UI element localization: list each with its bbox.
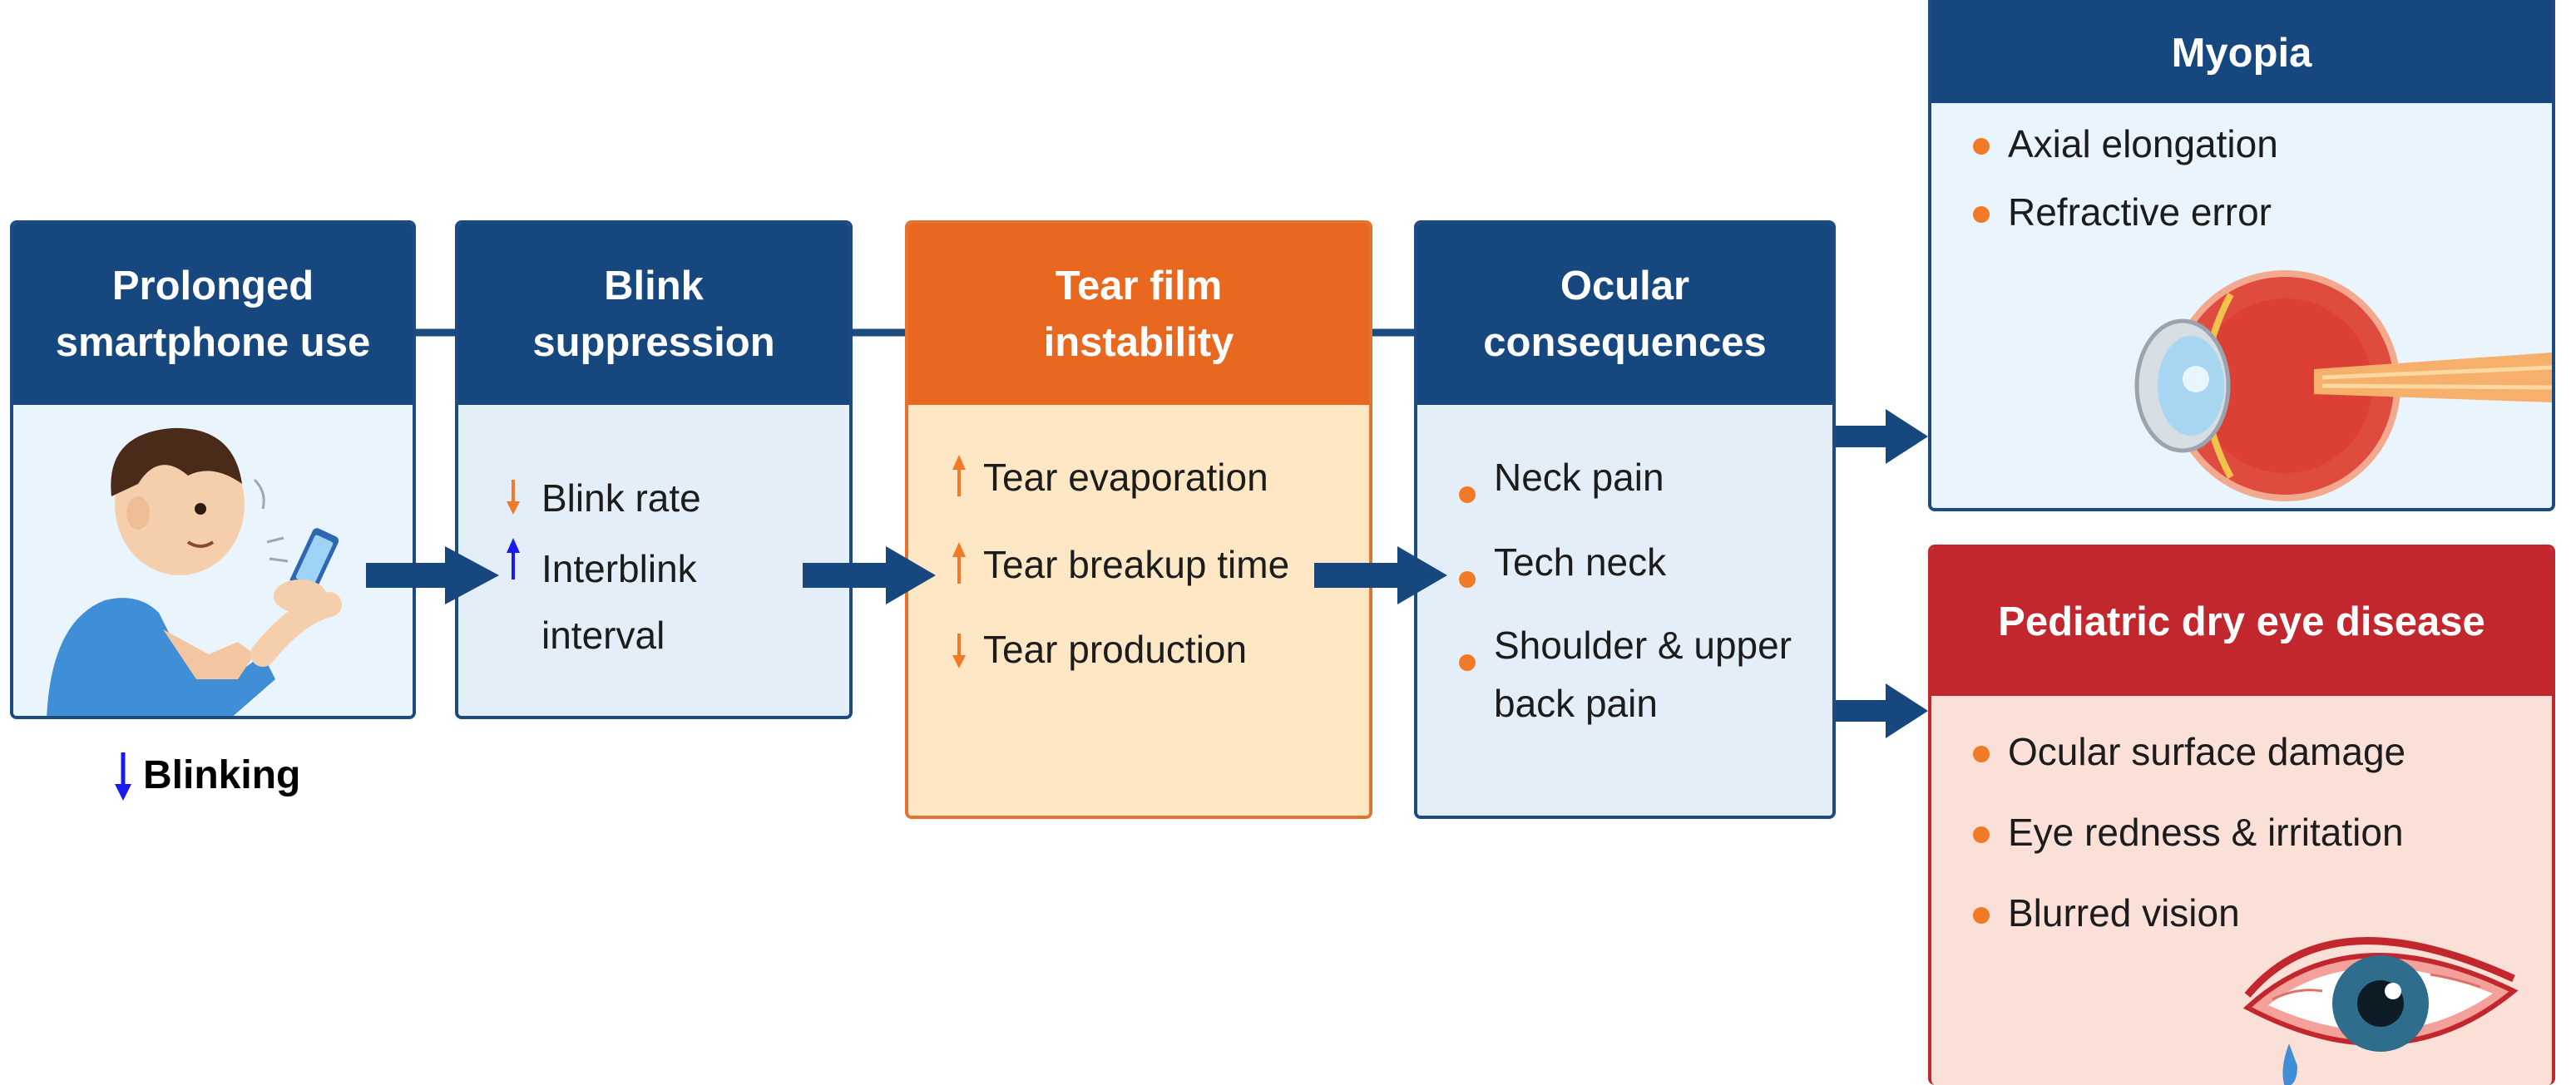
myopia-item-text: Axial elongation: [2008, 122, 2278, 165]
flow-arrow-icon: [803, 546, 936, 604]
header-line: Ocular: [1560, 264, 1690, 308]
flow-arrow-icon: [1836, 683, 1928, 738]
bullet-dot: [1459, 571, 1476, 588]
up-arrow-icon: [507, 538, 520, 579]
bullet-dot: [1459, 486, 1476, 503]
myopia-item-text: Refractive error: [2008, 190, 2272, 234]
blink-suppression-header: Blink suppression: [458, 224, 849, 405]
header-line: Tear film: [1055, 264, 1223, 308]
teary-eye-illustration: [2242, 937, 2519, 1085]
up-arrow-icon: [952, 455, 966, 496]
header-line: smartphone use: [55, 320, 371, 365]
dry-eye-item-text: Eye redness & irritation: [2008, 811, 2404, 854]
ocular-item-text: Tech neck: [1494, 540, 1667, 584]
myopia-header: Myopia: [1931, 0, 2552, 103]
bullet-dot: [1459, 654, 1476, 671]
child-illustration-panel: [13, 405, 413, 716]
ocular-item-text: Shoulder & upper: [1494, 624, 1792, 667]
tear-item-text: Tear evaporation: [983, 456, 1268, 499]
flow-arrow-icon: [1314, 546, 1447, 604]
blink-arrows: [507, 480, 520, 579]
blink-item-text-continued: interval: [541, 614, 665, 657]
bullet-dot: [1973, 206, 1990, 223]
myopia-body: Axial elongation Refractive error: [1931, 103, 2552, 508]
down-arrow-icon: [115, 752, 131, 801]
smartphone-use-box: Prolonged smartphone use: [10, 220, 416, 719]
tear-film-header: Tear film instability: [908, 224, 1369, 405]
tear-item-text: Tear production: [983, 628, 1248, 671]
header-line: instability: [1043, 320, 1234, 365]
ocular-consequences-body: Neck pain Tech neck Shoulder & upper bac…: [1417, 405, 1832, 816]
tear-item-text: Tear breakup time: [983, 543, 1290, 586]
blink-suppression-box: Blink suppression Blink rate Interblink …: [455, 220, 853, 719]
dry-eye-box: Pediatric dry eye disease Ocular surface…: [1928, 545, 2555, 1085]
ocular-consequences-box: Ocular consequences Neck pain Tech neck …: [1414, 220, 1836, 819]
blink-item-text: Interblink: [541, 547, 697, 590]
blinking-label: Blinking: [143, 753, 301, 797]
tear-arrows: [952, 455, 966, 668]
ocular-item-text: Neck pain: [1494, 456, 1664, 499]
dry-eye-title: Pediatric dry eye disease: [1998, 599, 2485, 644]
tear-film-body: Tear evaporation Tear breakup time Tear …: [908, 405, 1369, 816]
header-line: Prolonged: [111, 264, 314, 308]
dry-eye-body: Ocular surface damage Eye redness & irri…: [1931, 696, 2552, 1085]
header-line: Blink: [604, 264, 704, 308]
dry-eye-item-text: Ocular surface damage: [2008, 730, 2406, 773]
bullet-dot: [1973, 138, 1990, 155]
bullet-dot: [1973, 746, 1990, 762]
header-line: suppression: [532, 320, 775, 365]
up-arrow-icon: [952, 542, 966, 584]
flow-arrow-icon: [1836, 409, 1928, 464]
smartphone-use-header: Prolonged smartphone use: [13, 224, 413, 405]
tear-film-box: Tear film instability Tear evaporation T…: [905, 220, 1372, 819]
child-with-phone-illustration: [47, 427, 342, 716]
myopia-title: Myopia: [2171, 31, 2312, 76]
down-arrow-icon: [952, 634, 966, 668]
bullet-dot: [1973, 826, 1990, 843]
blink-suppression-body: Blink rate Interblink interval: [458, 405, 849, 716]
bullet-dot: [1973, 907, 1990, 924]
header-line: consequences: [1483, 320, 1767, 365]
down-arrow-icon: [507, 480, 520, 515]
dry-eye-header: Pediatric dry eye disease: [1931, 548, 2552, 696]
flow-arrow-icon: [366, 546, 499, 604]
blink-item-text: Blink rate: [541, 476, 701, 520]
dry-eye-item-text: Blurred vision: [2008, 891, 2240, 935]
ocular-item-text-continued: back pain: [1494, 682, 1658, 725]
myopia-box: Myopia Axial elongation Refractive error: [1928, 0, 2555, 511]
ocular-consequences-header: Ocular consequences: [1417, 224, 1832, 405]
myopic-eyeball-illustration: [2134, 270, 2552, 501]
